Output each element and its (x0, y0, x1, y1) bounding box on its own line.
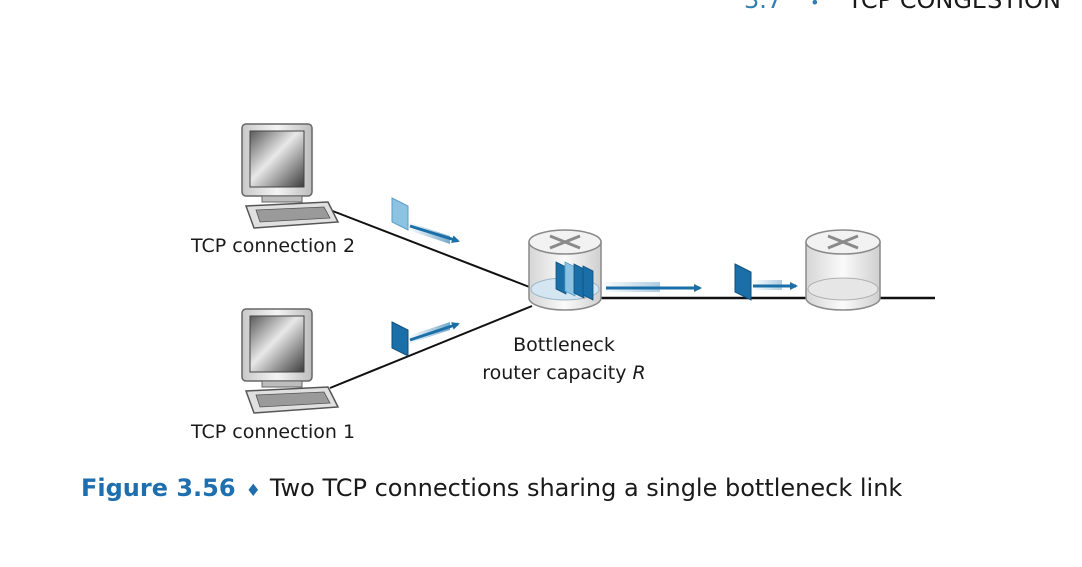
bottleneck-label-prefix: router capacity (482, 362, 633, 384)
figure-number: Figure 3.56 (81, 474, 236, 502)
link-host2-router (329, 209, 533, 289)
bottleneck-flow-arrow (600, 282, 702, 292)
host-2-computer-icon (241, 123, 340, 229)
queued-packet-3 (573, 263, 585, 299)
host-1-computer-icon (241, 308, 340, 414)
section-number: 3.7 (744, 0, 783, 14)
host-1-label: TCP connection 1 (191, 421, 356, 443)
bottleneck-router-label: Bottleneck router capacity R (474, 331, 654, 387)
capacity-variable: R (632, 362, 646, 384)
header-separator: • (810, 0, 820, 12)
running-header: 3.7 • TCP CONGESTION (744, 0, 1061, 14)
packet-on-link (734, 263, 798, 301)
figure-caption: Figure 3.56 ♦ Two TCP connections sharing … (81, 474, 902, 502)
bottleneck-label-line1: Bottleneck (513, 334, 615, 356)
caption-text: Two TCP connections sharing a single bot… (269, 474, 903, 502)
router-2-icon (805, 229, 881, 311)
packet-host2 (391, 197, 460, 244)
caption-separator: ♦ (245, 481, 261, 501)
queued-packet-2 (564, 261, 576, 297)
link-host1-router (329, 305, 533, 389)
queued-packet-4 (582, 265, 594, 301)
host-2-label: TCP connection 2 (191, 235, 356, 257)
bottleneck-label-line2: router capacity R (474, 359, 654, 387)
packet-host1 (391, 321, 460, 357)
queued-packet-1 (555, 261, 567, 295)
bottleneck-router-icon (528, 229, 602, 311)
section-title: TCP CONGESTION (847, 0, 1061, 14)
